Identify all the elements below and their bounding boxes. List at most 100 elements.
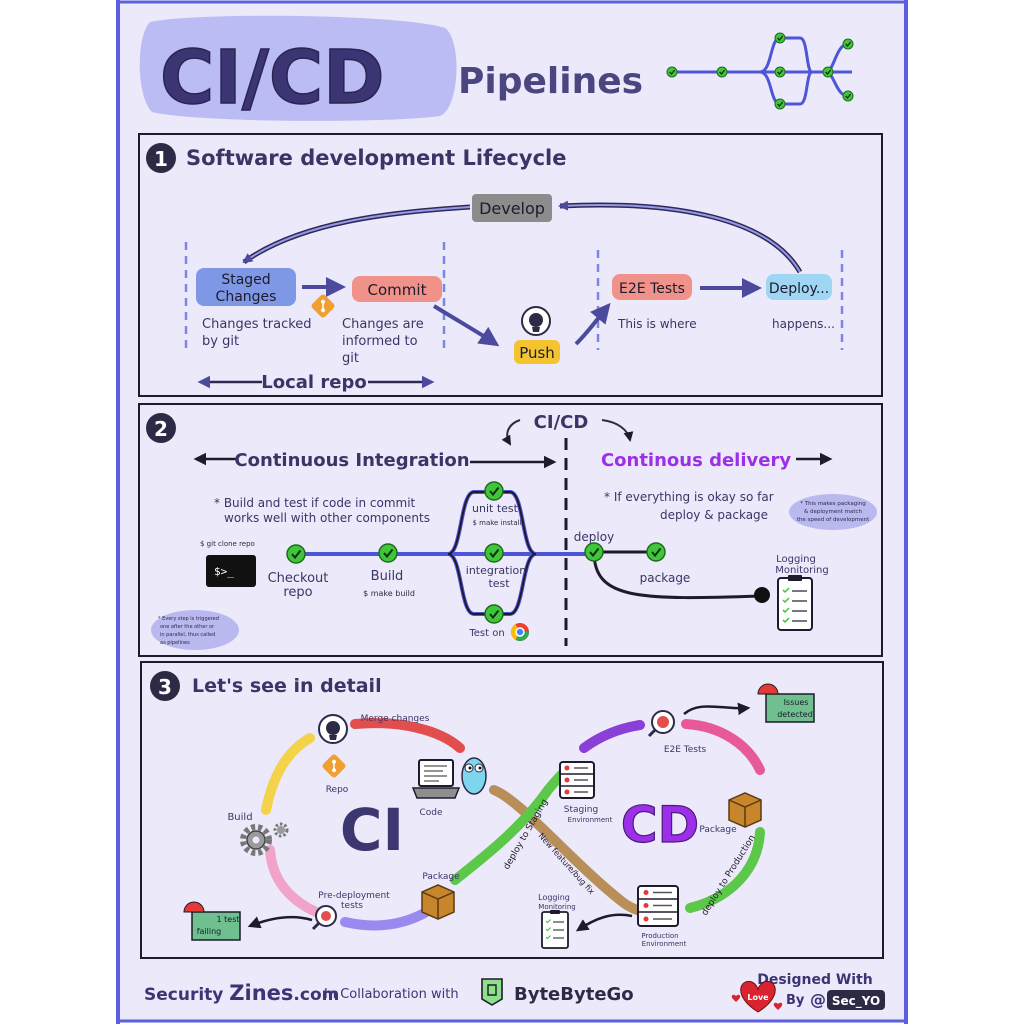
cd-label: Continous delivery bbox=[601, 450, 791, 471]
cd-tip-2: & deployment match bbox=[804, 509, 863, 515]
title-highlight bbox=[139, 15, 457, 121]
logging-label-2: Monitoring bbox=[775, 565, 828, 576]
production-arc bbox=[685, 827, 765, 913]
make-build-command: $ make build bbox=[363, 589, 415, 598]
develop-label: Develop bbox=[479, 199, 545, 218]
merge-label: Merge changes bbox=[361, 714, 430, 724]
checkout-label-2: repo bbox=[283, 585, 312, 600]
arrow-push-to-e2e bbox=[574, 302, 611, 346]
cd-loop bbox=[579, 719, 765, 913]
ci-big-label: CI bbox=[340, 796, 404, 864]
issues-detected-alert: Issues detected bbox=[757, 683, 815, 723]
section-1-badge bbox=[146, 143, 176, 173]
graph-node-icon bbox=[774, 98, 786, 110]
arrow-to-issues bbox=[683, 702, 751, 716]
commit-box bbox=[352, 276, 442, 302]
title-cicd: CI/CD bbox=[160, 35, 385, 121]
package-box-icon bbox=[421, 884, 455, 920]
code-label: Code bbox=[419, 808, 443, 818]
deploy-label: deploy bbox=[574, 530, 614, 544]
logging-label-1: Logging bbox=[538, 893, 570, 902]
predeploy-label-2: tests bbox=[341, 901, 363, 911]
test-fail-2: failing bbox=[197, 927, 222, 936]
note-tracked-2: by git bbox=[202, 334, 239, 349]
title-pipelines: Pipelines bbox=[458, 61, 643, 102]
arrow-to-logging bbox=[575, 913, 633, 932]
collab-label: In Collaboration with bbox=[324, 987, 459, 1002]
test-fail-1: 1 test bbox=[217, 915, 240, 924]
graph-node-icon bbox=[842, 38, 854, 50]
cicd-label: CI/CD bbox=[534, 412, 589, 433]
section-3-number: 3 bbox=[158, 675, 172, 699]
integration-check-icon bbox=[484, 543, 504, 563]
ci-note-2: works well with other components bbox=[224, 511, 430, 525]
note-informed-3: git bbox=[342, 351, 359, 366]
graph-node-icon bbox=[842, 90, 854, 102]
designed-label: Designed With bbox=[757, 972, 873, 988]
terminal-prompt: $>_ bbox=[214, 565, 234, 578]
note-informed-2: informed to bbox=[342, 334, 418, 349]
handle-label: Sec_YO bbox=[832, 994, 880, 1009]
section-1-number: 1 bbox=[154, 147, 168, 171]
magnifier-bug-icon bbox=[647, 710, 675, 738]
develop-box bbox=[472, 194, 552, 222]
section-1-frame bbox=[138, 133, 883, 397]
cd-note-2: deploy & package bbox=[660, 508, 768, 522]
deploy-check-icon bbox=[584, 542, 604, 562]
chrome-browser-icon bbox=[510, 623, 529, 642]
cd-note-1: * If everything is okay so far bbox=[604, 490, 774, 504]
section-3-detail: 3 Let's see in detail CI CD Merge change… bbox=[140, 661, 884, 959]
note-informed-1: Changes are bbox=[342, 317, 424, 332]
deploy-to-logging-line bbox=[592, 551, 761, 600]
section-2-frame bbox=[138, 403, 883, 657]
unit-test-label: unit test bbox=[472, 502, 519, 515]
github-logo-icon bbox=[318, 714, 348, 744]
section-3-heading: Let's see in detail bbox=[192, 675, 382, 697]
clipboard-checklist-icon bbox=[541, 910, 569, 949]
logging-label-1: Logging bbox=[776, 554, 816, 565]
gear-icon bbox=[273, 822, 289, 838]
cicd-arrow-left bbox=[501, 419, 521, 446]
package-cd-label: Package bbox=[699, 825, 737, 835]
e2e-tests-box bbox=[612, 274, 692, 300]
issues-label-1: Issues bbox=[784, 698, 809, 707]
section-3-badge bbox=[150, 671, 180, 701]
bytebytego-logo-icon bbox=[481, 978, 503, 1006]
clipboard-checklist-icon bbox=[777, 575, 813, 631]
arrow-to-failing bbox=[247, 915, 313, 929]
git-logo-icon bbox=[311, 294, 335, 318]
cd-tip-bubble bbox=[789, 494, 877, 530]
build-label: Build bbox=[227, 812, 252, 823]
graph-node-icon bbox=[774, 32, 786, 44]
laptop-code-icon bbox=[411, 759, 461, 799]
checkout-check-icon bbox=[286, 544, 306, 564]
staged-label-2: Changes bbox=[216, 289, 277, 305]
bytebytego-label: ByteByteGo bbox=[514, 984, 634, 1005]
note-where: This is where bbox=[617, 317, 697, 331]
github-logo-icon bbox=[521, 306, 551, 336]
test-on-check-icon bbox=[484, 604, 504, 624]
push-box bbox=[514, 340, 560, 364]
at-label: @ bbox=[810, 990, 826, 1009]
staged-changes-box bbox=[196, 268, 296, 306]
logging-label-2: Monitoring bbox=[538, 903, 575, 911]
make-install-command: $ make install bbox=[472, 519, 521, 527]
e2e-arc bbox=[681, 719, 765, 775]
git-clone-command: $ git clone repo bbox=[200, 540, 255, 548]
build-arc bbox=[265, 845, 321, 917]
git-logo-icon bbox=[322, 754, 346, 778]
graph-node-icon bbox=[822, 66, 834, 78]
footer: Security Zines.com In Collaboration with… bbox=[144, 972, 885, 1013]
graph-node-icon bbox=[716, 66, 728, 78]
package-ci-label: Package bbox=[422, 872, 460, 882]
graph-node-icon bbox=[666, 66, 678, 78]
staging-arc bbox=[579, 720, 645, 753]
terminal-icon bbox=[206, 555, 256, 587]
cd-big-label: CD bbox=[621, 796, 699, 854]
test-on-label: Test on bbox=[468, 628, 504, 639]
package-check-icon bbox=[646, 542, 666, 562]
unit-test-check-icon bbox=[484, 481, 504, 501]
production-label-2: Environment bbox=[642, 940, 687, 948]
merge-arc bbox=[350, 718, 465, 753]
graph-node-icon bbox=[774, 66, 786, 78]
